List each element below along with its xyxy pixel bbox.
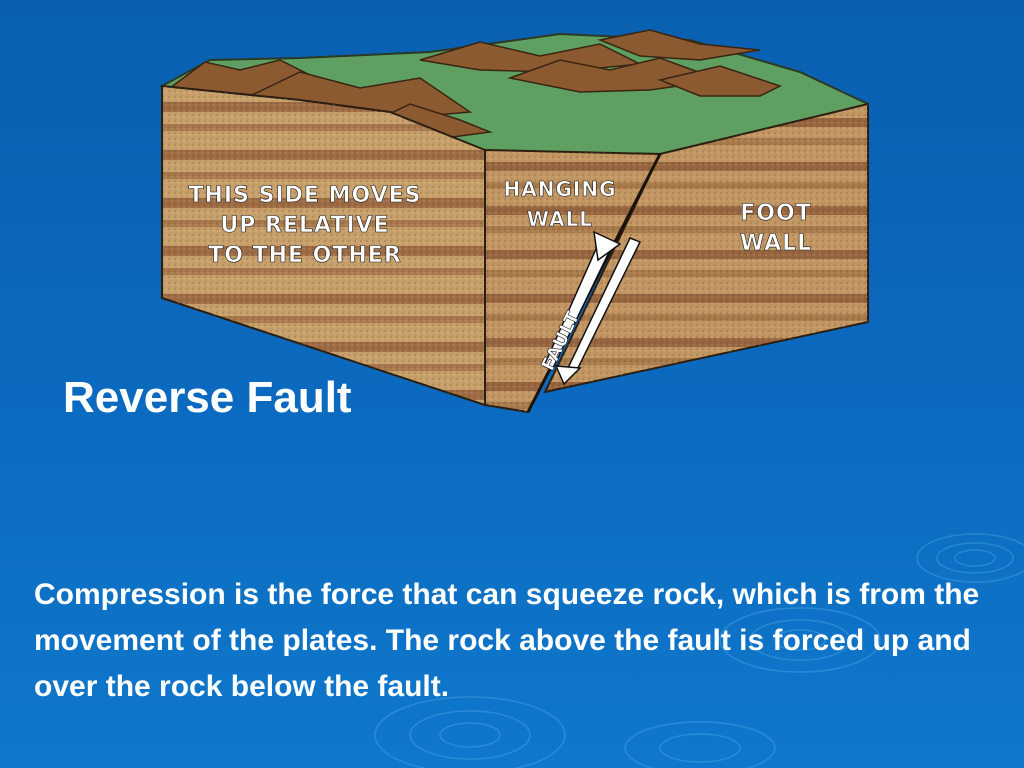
label-hanging-line1: HANGING (504, 177, 617, 201)
label-foot-line1: FOOT (740, 201, 811, 226)
label-side-line3: TO THE OTHER (208, 243, 402, 268)
label-foot-line2: WALL (740, 231, 812, 256)
body-text: Compression is the force that can squeez… (34, 578, 980, 703)
slide-title: Reverse Fault (63, 373, 352, 422)
hanging-wall-block (161, 84, 486, 407)
label-side-line1: THIS SIDE MOVES (189, 183, 422, 208)
label-side-line2: UP RELATIVE (220, 213, 389, 238)
fault-arrows (543, 230, 642, 386)
diagram-labels: THIS SIDE MOVES UP RELATIVE TO THE OTHER… (188, 177, 812, 375)
label-hanging-line2: WALL (527, 207, 593, 231)
